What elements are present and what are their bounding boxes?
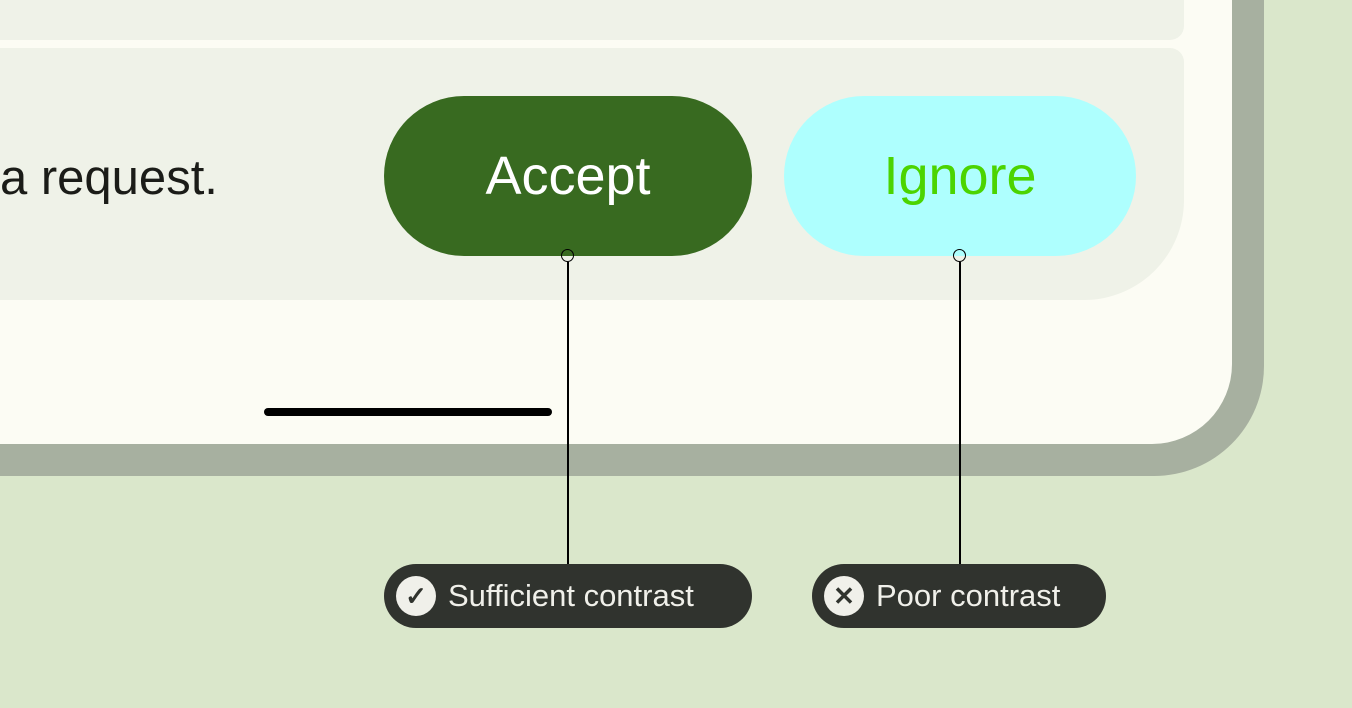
- accept-button[interactable]: Accept: [384, 96, 752, 256]
- annotation-text: Poor contrast: [876, 578, 1061, 613]
- sufficient-contrast-label: ✓ Sufficient contrast: [384, 564, 752, 628]
- callout-dot: [561, 249, 574, 262]
- callout-line: [959, 262, 961, 564]
- request-message: a request.: [0, 151, 218, 205]
- gesture-handle[interactable]: [264, 408, 552, 416]
- callout-dot: [953, 249, 966, 262]
- card-top: [0, 0, 1184, 40]
- poor-contrast-label: ✕ Poor contrast: [812, 564, 1106, 628]
- ignore-button[interactable]: Ignore: [784, 96, 1136, 256]
- x-circle-icon: ✕: [824, 576, 864, 616]
- annotation-text: Sufficient contrast: [448, 578, 694, 613]
- callout-line: [567, 262, 569, 564]
- check-circle-icon: ✓: [396, 576, 436, 616]
